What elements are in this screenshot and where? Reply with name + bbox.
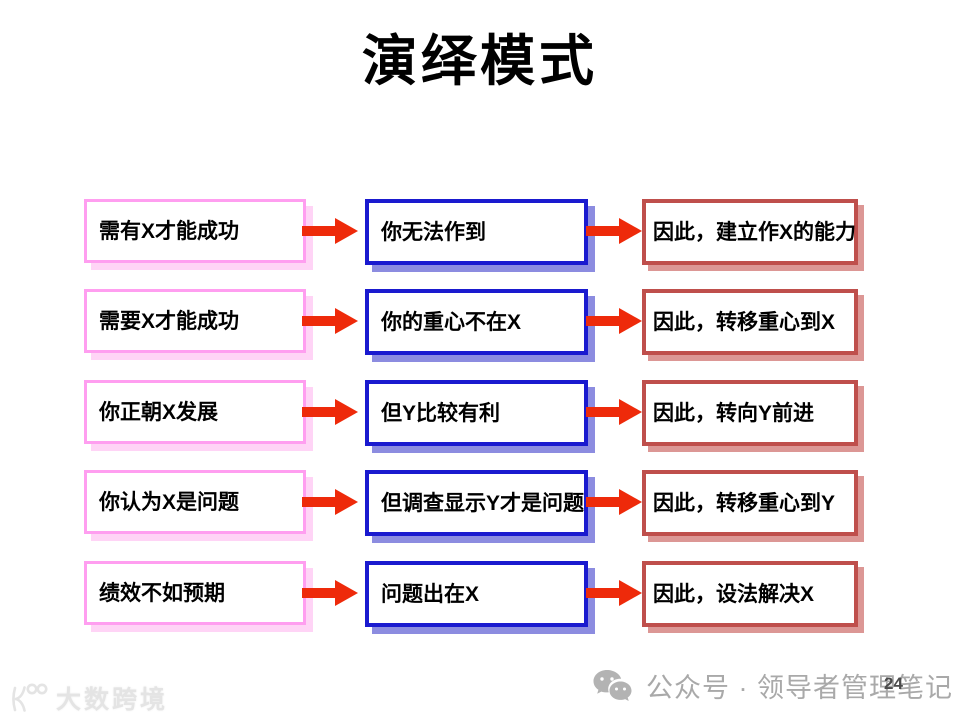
flow-arrow-icon <box>586 218 642 244</box>
flow-arrow-icon <box>586 308 642 334</box>
left-watermark-text: 大数跨境 <box>56 686 169 714</box>
flow-arrow-icon <box>302 489 358 515</box>
obstacle-box: 你的重心不在X <box>365 289 588 355</box>
flow-arrow-icon <box>302 580 358 606</box>
conclusion-box: 因此，设法解决X <box>642 561 858 627</box>
conclusion-box: 因此，转向Y前进 <box>642 380 858 446</box>
conclusion-box: 因此，建立作X的能力 <box>642 199 858 265</box>
flow-row-3: 你正朝X发展 但Y比较有利 因此，转向Y前进 <box>0 380 960 446</box>
right-watermark-text: 公众号 · 领导者管理笔记 <box>646 673 953 703</box>
obstacle-box: 你无法作到 <box>365 199 588 265</box>
obstacle-box: 问题出在X <box>365 561 588 627</box>
flow-row-4: 你认为X是问题 但调查显示Y才是问题 因此，转移重心到Y <box>0 470 960 536</box>
page-number: 24 <box>884 674 903 693</box>
flow-row-2: 需要X才能成功 你的重心不在X 因此，转移重心到X <box>0 289 960 355</box>
premise-box: 你认为X是问题 <box>84 470 306 534</box>
premise-box: 你正朝X发展 <box>84 380 306 444</box>
flow-arrow-icon <box>586 489 642 515</box>
premise-box: 需有X才能成功 <box>84 199 306 263</box>
flow-row-5: 绩效不如预期 问题出在X 因此，设法解决X <box>0 561 960 627</box>
flow-arrow-icon <box>302 308 358 334</box>
flow-arrow-icon <box>586 580 642 606</box>
left-watermark: 大数跨境 <box>8 680 168 716</box>
right-watermark: 公众号 · 领导者管理笔记 <box>592 666 953 705</box>
conclusion-box: 因此，转移重心到X <box>642 289 858 355</box>
flow-row-1: 需有X才能成功 你无法作到 因此，建立作X的能力 <box>0 199 960 265</box>
flow-arrow-icon <box>302 399 358 425</box>
conclusion-box: 因此，转移重心到Y <box>642 470 858 536</box>
dashukuajing-logo-icon <box>8 681 48 715</box>
obstacle-box: 但调查显示Y才是问题 <box>365 470 588 536</box>
flow-arrow-icon <box>586 399 642 425</box>
premise-box: 需要X才能成功 <box>84 289 306 353</box>
wechat-icon <box>592 668 634 704</box>
obstacle-box: 但Y比较有利 <box>365 380 588 446</box>
slide-title: 演绎模式 <box>361 30 598 92</box>
premise-box: 绩效不如预期 <box>84 561 306 625</box>
flow-arrow-icon <box>302 218 358 244</box>
